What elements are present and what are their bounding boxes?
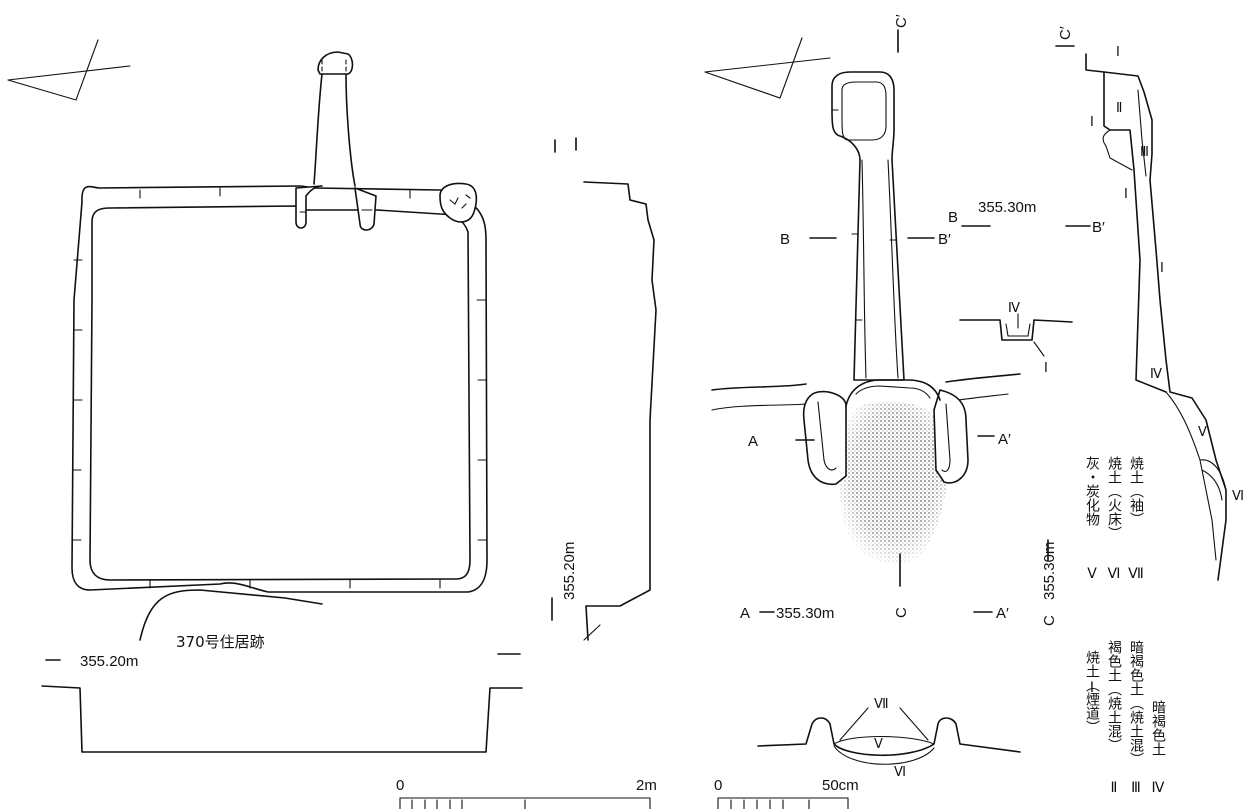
layer-VII-A: Ⅶ (874, 696, 889, 711)
wall-hachures (72, 187, 487, 589)
legend-label-2: 褐色土（焼土混） (1106, 640, 1122, 752)
dwelling-plan: 370号住居跡 (71, 51, 488, 651)
hearth-sleeve-b (933, 389, 969, 484)
marker-C: C (893, 607, 910, 618)
layer-I-C3: Ⅰ (1124, 186, 1128, 201)
vertical-section-elevation: 355.20m (561, 542, 578, 600)
svg-text:Ⅴ: Ⅴ (1084, 566, 1100, 582)
scale-detail-end: 50cm (822, 777, 859, 794)
marker-C-sec: C (1041, 615, 1058, 626)
marker-A-prime: A′ (998, 431, 1011, 448)
legend-item: Ⅶ 焼土（袖） (1128, 456, 1144, 582)
layer-I-C4: Ⅰ (1160, 260, 1164, 275)
scale-plan-end: 2m (636, 777, 657, 794)
hearth-sleeve-a (802, 390, 847, 485)
marker-B-prime: B′ (938, 231, 951, 248)
svg-text:Ⅱ: Ⅱ (1106, 780, 1122, 796)
hearth-sleeve-right (354, 187, 377, 231)
marker-B: B (780, 231, 790, 248)
layer-I-C2: Ⅰ (1090, 114, 1094, 129)
horizontal-section-elevation: 355.20m (80, 653, 138, 670)
legend-item: Ⅳ 暗褐色土 (1150, 700, 1166, 796)
marker-B-prime-sec: B′ (1092, 219, 1105, 236)
hearth-sleeve-left (295, 185, 323, 229)
legend-item: Ⅱ 褐色土（焼土混） (1106, 640, 1122, 796)
legend-label-5: 灰・炭化物 (1084, 456, 1100, 527)
pit-inner-outline (89, 205, 471, 581)
scale-plan-start: 0 (396, 777, 404, 794)
legend-item: Ⅴ 灰・炭化物 (1084, 456, 1100, 582)
legend-label-3: 暗褐色土（焼土混） (1128, 640, 1144, 766)
section-C: C′ Ⅰ Ⅱ Ⅲ Ⅰ Ⅰ Ⅰ Ⅳ Ⅴ Ⅵ C 355.30m (1041, 26, 1244, 626)
scale-bar-plan: 0 2m (396, 777, 657, 809)
scale-detail-start: 0 (714, 777, 722, 794)
marker-A-label: A (740, 605, 750, 622)
layer-V-A: Ⅴ (874, 736, 883, 751)
scale-bar-detail: 0 50cm (714, 777, 859, 809)
marker-C-prime: C′ (893, 14, 910, 28)
marker-A-prime-label: A′ (996, 605, 1009, 622)
elevation-C: 355.30m (1041, 542, 1058, 600)
layer-IV-B: Ⅳ (1008, 300, 1020, 315)
svg-text:Ⅶ: Ⅶ (1128, 566, 1144, 582)
adjacent-dwelling-label: 370号住居跡 (176, 633, 265, 651)
layer-III-C: Ⅲ (1140, 144, 1149, 159)
flue-outline (313, 51, 356, 187)
marker-C-prime-sec: C′ (1057, 26, 1074, 40)
dwelling-section-vertical: 355.20m (551, 137, 657, 641)
legend: Ⅰ 焼土（煙道） Ⅱ 褐色土（焼土混） Ⅲ 暗褐色土（焼土混） Ⅳ 暗褐色土 Ⅴ… (1084, 456, 1166, 796)
section-A: Ⅶ Ⅴ Ⅵ (757, 696, 1021, 779)
marker-A: A (748, 433, 758, 450)
legend-item: Ⅰ 焼土（煙道） (1084, 650, 1100, 734)
layer-IV-C: Ⅳ (1150, 366, 1162, 381)
pit-outer-outline (71, 185, 488, 593)
elevation-A: 355.30m (776, 605, 834, 622)
layer-I-B: Ⅰ (1044, 360, 1048, 375)
legend-item: Ⅵ 焼土（火床） (1106, 456, 1122, 582)
svg-text:Ⅵ: Ⅵ (1106, 566, 1122, 582)
legend-label-4: 暗褐色土 (1150, 700, 1166, 756)
hearth-plan: A A′ B B′ C C′ A 355.30m A′ (711, 14, 1021, 622)
legend-item: Ⅲ 暗褐色土（焼土混） (1128, 640, 1144, 796)
layer-V-C: Ⅴ (1198, 424, 1207, 439)
corner-stone (439, 182, 478, 223)
layer-I-C1: Ⅰ (1116, 44, 1120, 59)
dwelling-section-horizontal: 355.20m (41, 653, 523, 753)
svg-text:Ⅲ: Ⅲ (1128, 780, 1144, 796)
legend-label-6: 焼土（火床） (1106, 456, 1122, 540)
north-arrow-right (704, 37, 831, 99)
layer-VI-C: Ⅵ (1232, 488, 1244, 503)
section-B: B 355.30m B′ Ⅳ Ⅰ (948, 199, 1105, 375)
legend-label-1: 焼土（煙道） (1084, 650, 1100, 734)
svg-text:Ⅰ: Ⅰ (1084, 680, 1100, 696)
marker-B-sec: B (948, 209, 958, 226)
layer-II-C: Ⅱ (1116, 100, 1122, 115)
layer-VI-A: Ⅵ (894, 764, 906, 779)
elevation-B: 355.30m (978, 199, 1036, 216)
hearth-flue-outline (831, 71, 905, 381)
adjacent-dwelling-outline (139, 589, 323, 641)
legend-label-7: 焼土（袖） (1128, 456, 1144, 526)
svg-text:Ⅳ: Ⅳ (1150, 780, 1166, 796)
north-arrow-left (7, 39, 131, 101)
